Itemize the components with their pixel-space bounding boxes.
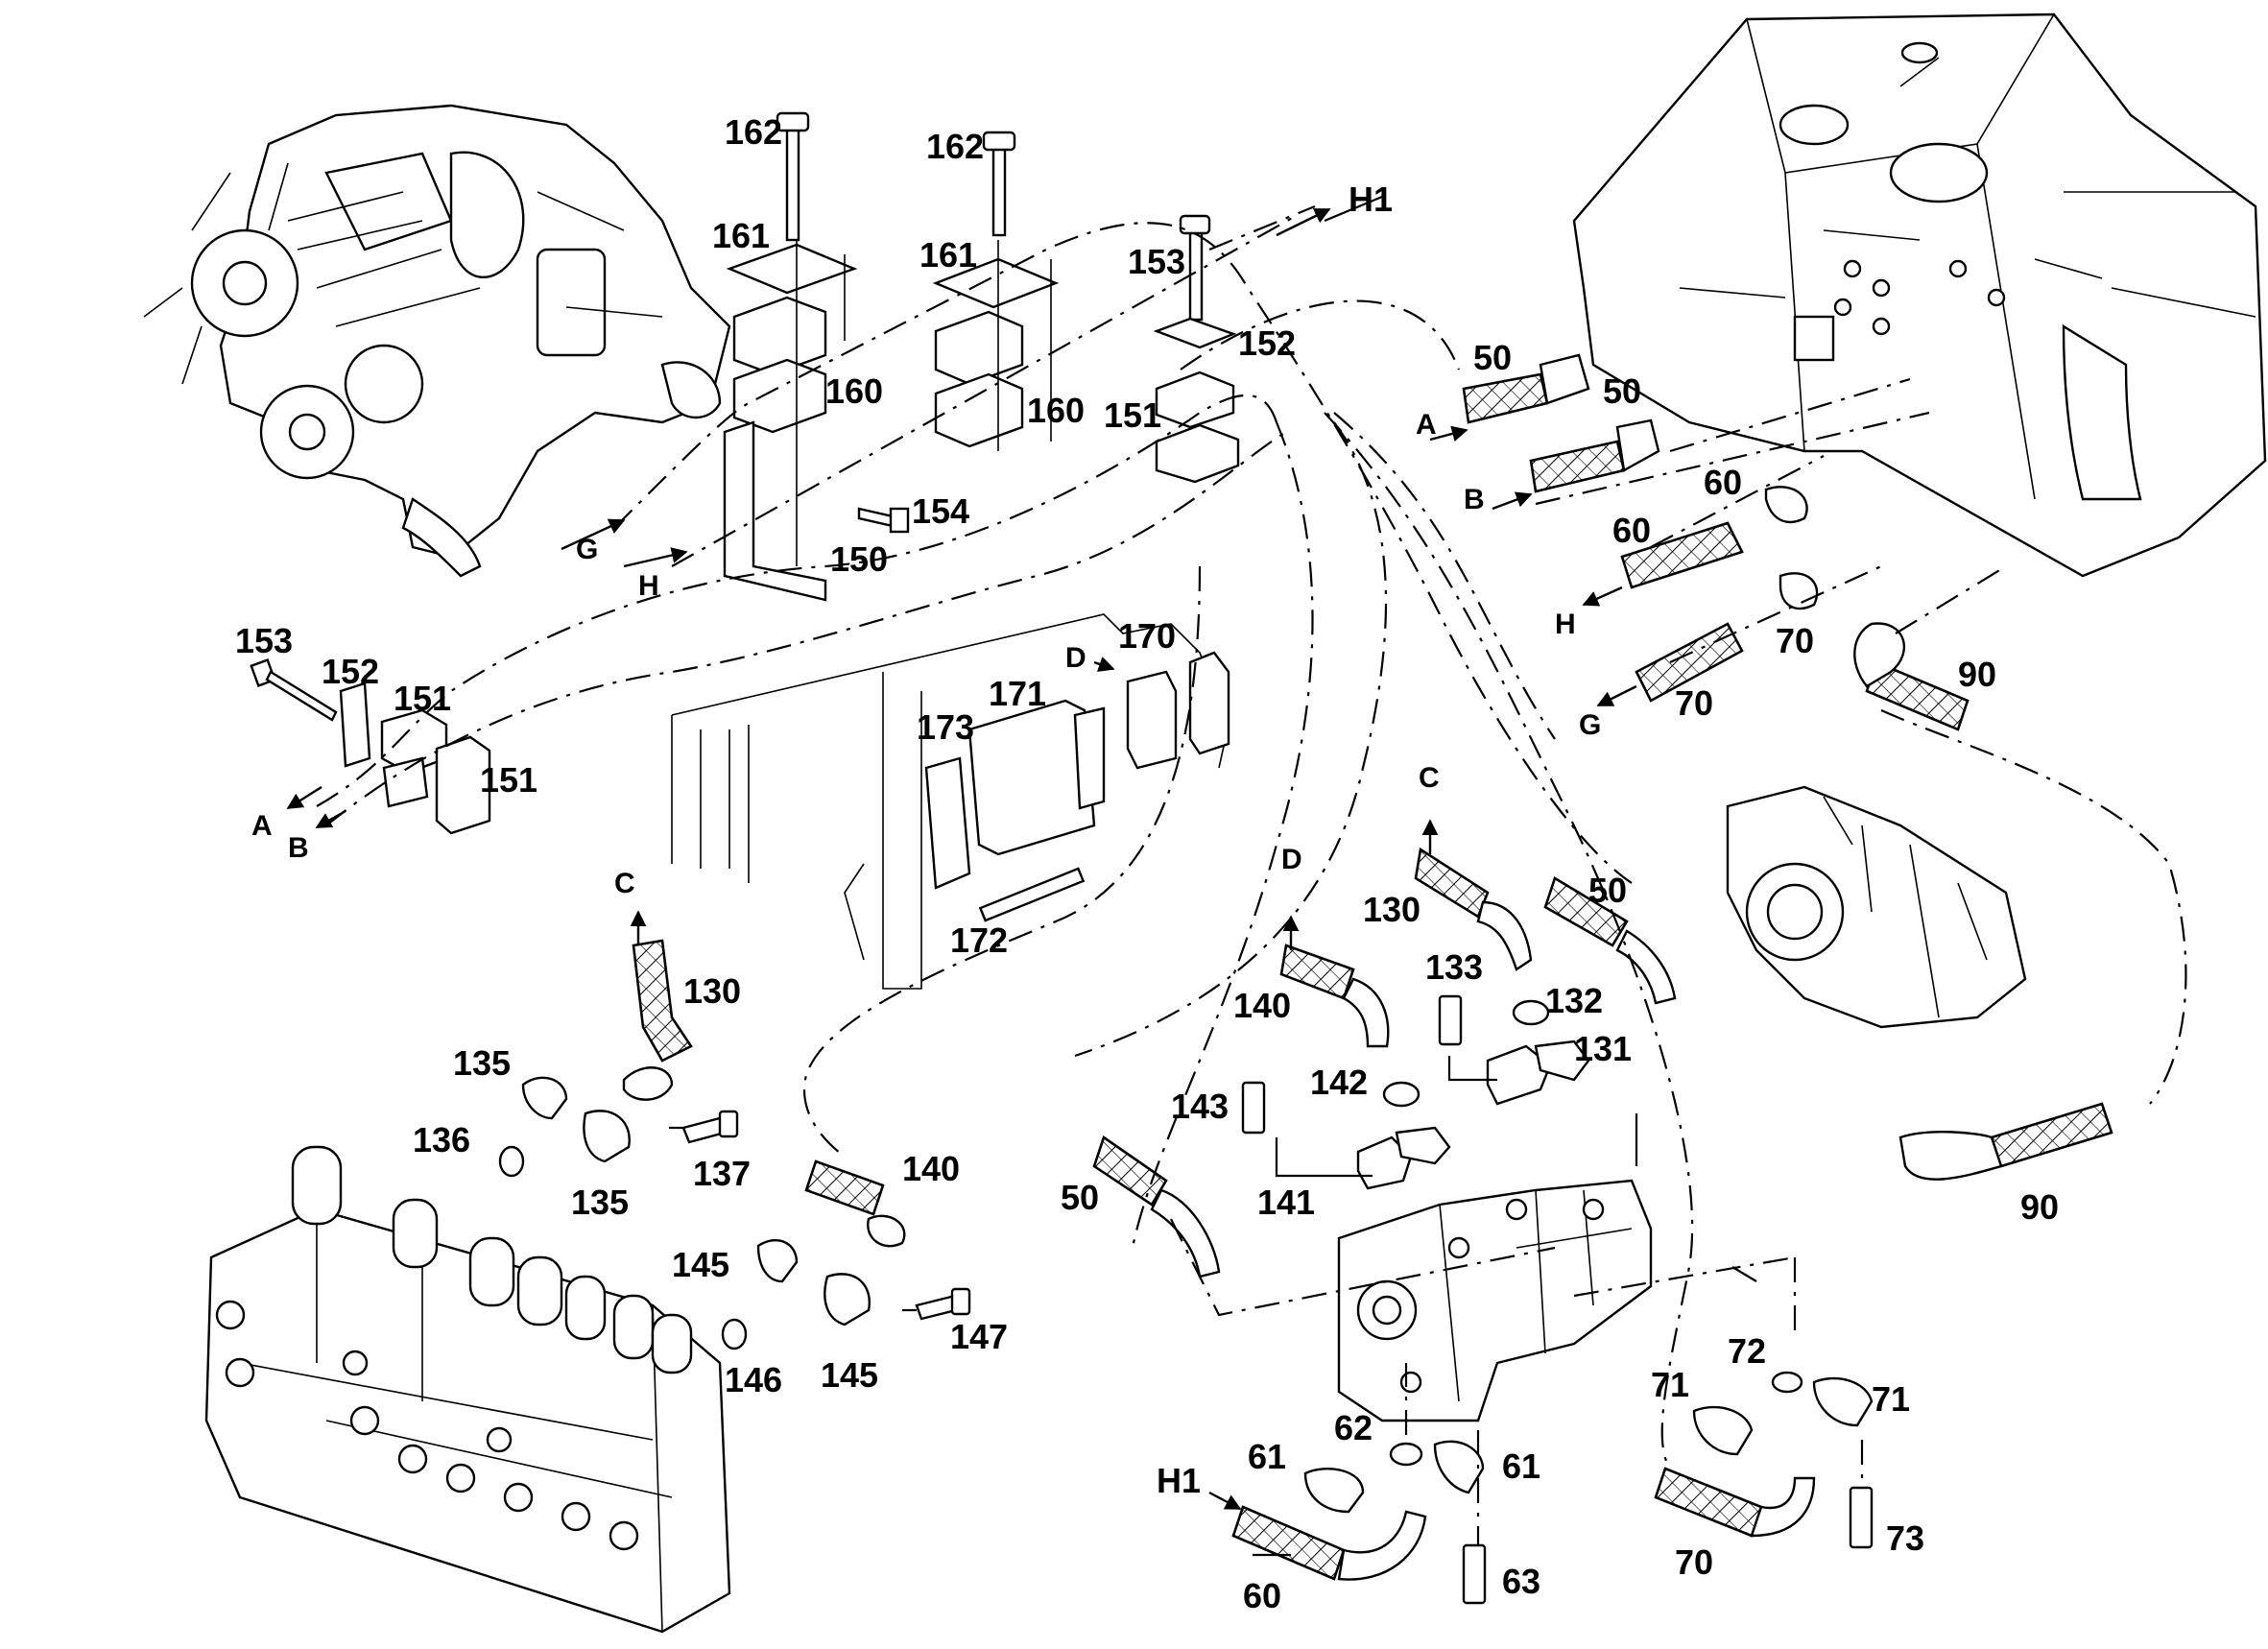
connector-h-left: H <box>638 570 659 602</box>
callout-142: 142 <box>1310 1063 1368 1102</box>
callout-50-pump-right: 50 <box>1588 871 1627 910</box>
callout-135-bottom: 135 <box>571 1183 629 1222</box>
callout-73: 73 <box>1886 1518 1924 1558</box>
callout-135-top: 135 <box>453 1043 511 1083</box>
part-callouts: 162 162 161 161 160 160 153 152 151 154 … <box>235 112 2059 1615</box>
callout-140-right: 140 <box>1233 986 1291 1025</box>
callout-161-right: 161 <box>919 235 977 275</box>
callout-50-tank-a: 50 <box>1473 338 1512 377</box>
left-clamp-group <box>250 658 491 835</box>
callout-70-tank-b: 70 <box>1675 683 1713 723</box>
callout-132: 132 <box>1545 981 1603 1020</box>
callout-137: 137 <box>693 1154 751 1193</box>
callout-171: 171 <box>989 674 1046 713</box>
callout-143: 143 <box>1171 1087 1229 1126</box>
connector-h-right: H <box>1555 609 1576 640</box>
callout-63: 63 <box>1502 1562 1540 1601</box>
connector-d-top: D <box>1065 642 1086 674</box>
callout-152-top: 152 <box>1238 323 1296 363</box>
connector-c-left: C <box>614 868 635 899</box>
connector-a-right: A <box>1416 409 1437 441</box>
callout-71-right: 71 <box>1872 1379 1910 1419</box>
callout-162-left: 162 <box>725 112 782 152</box>
callout-172: 172 <box>950 920 1008 960</box>
callout-160-right: 160 <box>1027 391 1085 430</box>
callout-173: 173 <box>917 707 974 747</box>
callout-72: 72 <box>1728 1331 1766 1371</box>
callout-90-bottom: 90 <box>2020 1187 2059 1227</box>
connector-c-right: C <box>1419 762 1440 794</box>
connector-h1-bottom: H1 <box>1157 1461 1201 1500</box>
callout-90-top: 90 <box>1958 655 1996 694</box>
callout-50-tank-b: 50 <box>1603 371 1641 411</box>
callout-146: 146 <box>725 1360 782 1399</box>
engine-illustration <box>143 104 731 578</box>
hose-lines <box>622 353 2113 1581</box>
callout-70-bottom: 70 <box>1675 1542 1713 1582</box>
callout-50-pump-left: 50 <box>1061 1178 1099 1217</box>
callout-136: 136 <box>413 1120 470 1159</box>
callout-153-left: 153 <box>235 621 293 660</box>
hydraulic-tank-illustration <box>1572 12 2267 578</box>
callout-130-left: 130 <box>683 971 741 1011</box>
fittings <box>498 994 1874 1605</box>
callout-62: 62 <box>1334 1408 1373 1447</box>
connector-b-left: B <box>288 832 309 864</box>
leader-lines <box>669 195 1757 1557</box>
callout-145-bottom: 145 <box>821 1355 878 1395</box>
callout-131: 131 <box>1574 1029 1632 1068</box>
callout-154: 154 <box>912 491 969 531</box>
callout-71-left: 71 <box>1651 1365 1689 1404</box>
callout-140-left: 140 <box>902 1149 960 1188</box>
connector-a-left: A <box>251 810 273 842</box>
connector-g-left: G <box>576 534 598 565</box>
callout-170: 170 <box>1118 616 1176 656</box>
callout-151-left-b: 151 <box>480 760 537 800</box>
connector-h1-top: H1 <box>1349 179 1393 219</box>
callout-141: 141 <box>1257 1183 1315 1222</box>
callout-61-right: 61 <box>1502 1446 1540 1486</box>
frame-and-module-group <box>671 613 1230 990</box>
main-pump-assembly <box>1337 1179 1653 1422</box>
callout-160-left: 160 <box>825 371 883 411</box>
callout-133: 133 <box>1425 947 1483 987</box>
callout-61-left: 61 <box>1248 1437 1286 1476</box>
callout-70-tank-a: 70 <box>1776 621 1814 660</box>
connector-d-right: D <box>1281 844 1302 875</box>
callout-60-bottom: 60 <box>1243 1576 1281 1615</box>
callout-151-left-a: 151 <box>394 679 451 718</box>
connector-letters: H1 H1 G H A B A B H G C C D D <box>251 179 1601 1500</box>
connector-b-right: B <box>1464 484 1485 515</box>
callout-153-top: 153 <box>1128 242 1185 281</box>
callout-147: 147 <box>950 1317 1008 1356</box>
callout-60-tank-b: 60 <box>1612 511 1651 550</box>
callout-60-tank-a: 60 <box>1704 463 1742 502</box>
mount-bracket-group <box>723 111 1240 602</box>
callout-130-right: 130 <box>1363 890 1420 929</box>
control-valve-block <box>204 1145 731 1634</box>
connector-g-right: G <box>1579 709 1601 741</box>
connector-arrows <box>286 207 1637 1511</box>
callout-161-left: 161 <box>712 216 770 255</box>
callout-145-top: 145 <box>672 1245 729 1284</box>
pump-illustration <box>1726 785 2027 1029</box>
callout-151-top: 151 <box>1104 395 1161 435</box>
routing-lines <box>316 204 2187 1545</box>
callout-150: 150 <box>830 539 888 579</box>
callout-162-right: 162 <box>926 127 984 166</box>
callout-152-left: 152 <box>322 652 379 691</box>
